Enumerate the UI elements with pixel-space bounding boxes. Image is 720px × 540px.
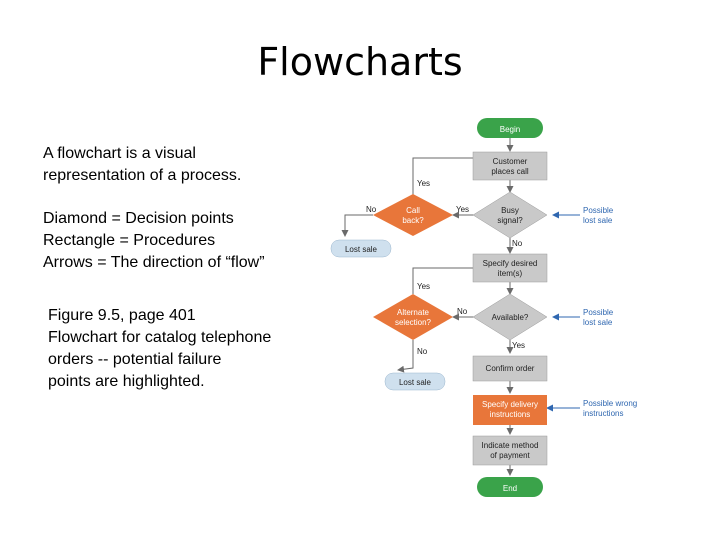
no-label: No [457,307,468,316]
intro-text: A flowchart is a visual representation o… [43,143,241,187]
busy-signal-decision [472,191,548,239]
note-lost-sale: Possible [583,308,614,317]
caption-line: Flowchart for catalog telephone [48,329,272,346]
indicate-payment-box [472,435,548,466]
specify-delivery-label: instructions [490,410,530,419]
caption-line: points are highlighted. [48,373,205,390]
alternate-selection-label: Alternate [397,308,430,317]
busy-signal-label: Busy [501,206,519,215]
yes-label: Yes [456,205,469,214]
specify-items-label: Specify desired [483,259,538,268]
specify-delivery-label: Specify delivery [482,400,538,409]
slide-title: Flowcharts [257,40,463,84]
begin-label: Begin [500,125,520,134]
call-back-label: back? [402,216,424,225]
legend-diamond: Diamond = Decision points [43,210,234,227]
no-label: No [417,347,428,356]
intro-line: A flowchart is a visual [43,145,196,162]
call-back-label: Call [406,206,420,215]
caption-line: orders -- potential failure [48,351,222,368]
no-label: No [366,205,377,214]
alternate-selection-label: selection? [395,318,432,327]
confirm-order-box [472,355,548,382]
customer-places-call-label: places call [491,167,529,176]
customer-places-call-box [472,151,548,181]
lost-sale-label: Lost sale [399,378,432,387]
indicate-payment-label: of payment [490,451,530,460]
legend-rectangle: Rectangle = Procedures [43,232,216,249]
end-terminal [477,477,543,497]
note-lost-sale: lost sale [583,216,613,225]
busy-signal-label: signal? [497,216,523,225]
no-label: No [512,239,523,248]
note-lost-sale: Possible [583,206,614,215]
intro-line: representation of a process. [43,167,242,184]
flowchart-diagram: Begin Customer places call Yes Busy sign… [330,118,637,497]
yes-label: Yes [417,282,430,291]
available-decision [472,293,548,341]
specify-desired-items-box [472,253,548,283]
shape-legend-text: Diamond = Decision points Rectangle = Pr… [43,208,265,274]
specify-items-label: item(s) [498,269,523,278]
alternate-selection-decision [373,294,453,340]
available-label: Available? [492,313,529,322]
yes-label: Yes [417,179,430,188]
figure-caption: Figure 9.5, page 401 Flowchart for catal… [48,305,271,393]
customer-places-call-label: Customer [493,157,528,166]
specify-delivery-box [473,395,547,425]
note-wrong-instructions: Possible wrong [583,399,637,408]
indicate-payment-label: Indicate method [482,441,539,450]
note-lost-sale: lost sale [583,318,613,327]
end-label: End [503,484,517,493]
lost-sale-terminal [330,239,392,258]
caption-line: Figure 9.5, page 401 [48,307,196,324]
failure-note-arrows [546,211,580,412]
confirm-order-label: Confirm order [486,364,535,373]
note-wrong-instructions: instructions [583,409,623,418]
call-back-decision [373,194,453,236]
flow-arrows [341,138,514,476]
yes-label: Yes [512,341,525,350]
lost-sale-label: Lost sale [345,245,378,254]
begin-terminal [477,118,543,138]
legend-arrows: Arrows = The direction of “flow” [43,254,265,271]
lost-sale-terminal [384,372,446,391]
